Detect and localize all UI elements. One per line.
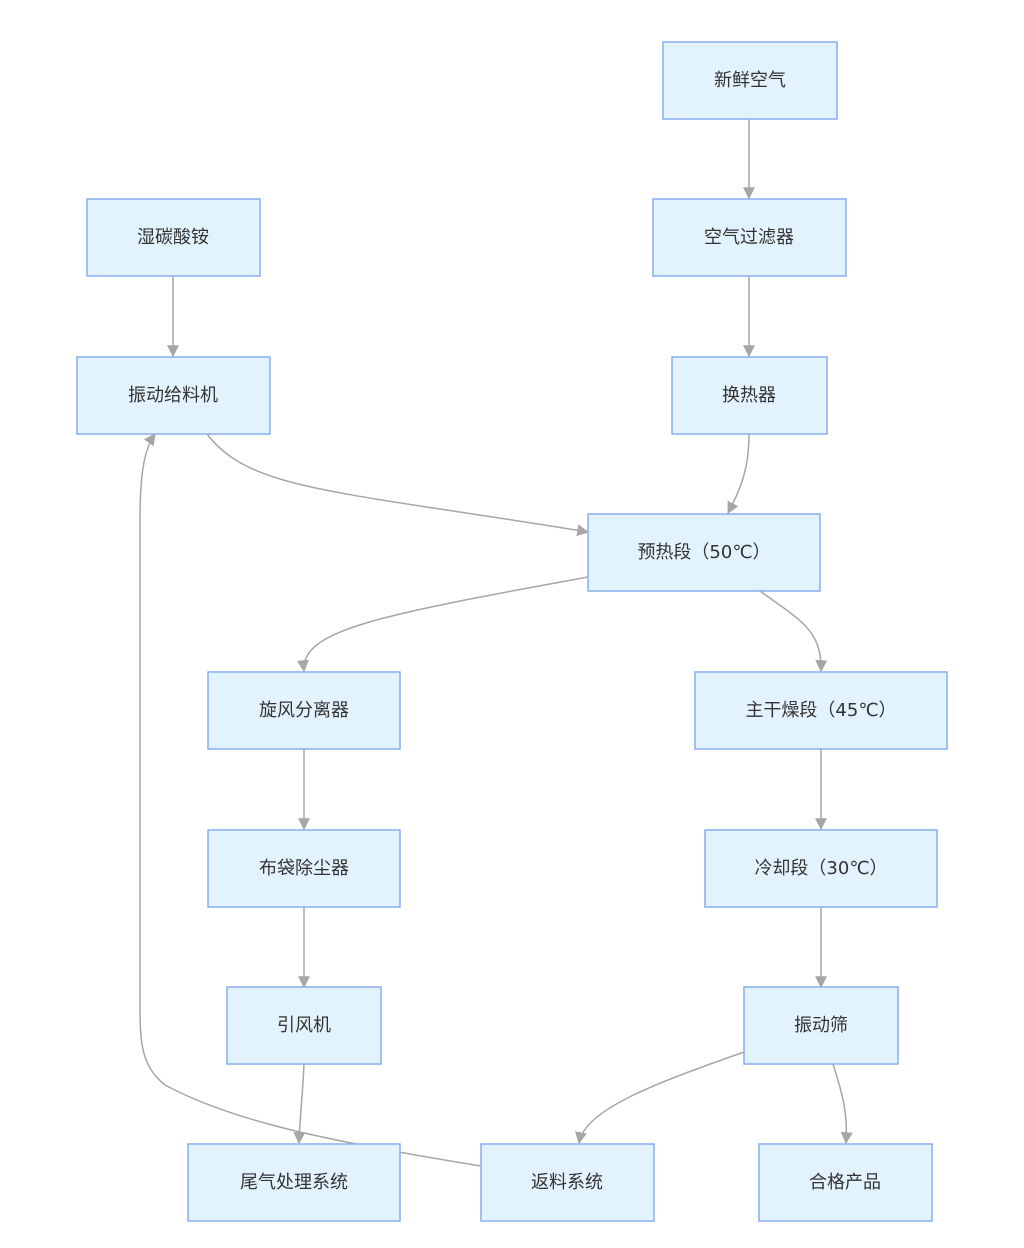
edge-screen-to-return: [575, 1051, 745, 1145]
node-vibrating-feeder[interactable]: 振动给料机: [76, 356, 271, 435]
node-label: 主干燥段（45℃）: [745, 700, 896, 721]
node-label: 预热段（50℃）: [637, 542, 770, 563]
edge-preheat-to-cyclone: [296, 576, 589, 673]
node-exhaust-treatment[interactable]: 尾气处理系统: [187, 1143, 401, 1222]
node-fresh-air[interactable]: 新鲜空气: [662, 41, 838, 120]
node-label: 布袋除尘器: [259, 858, 349, 879]
edge-feeder-to-preheat: [206, 433, 590, 537]
edge-return-to-feeder: [139, 433, 482, 1167]
edge-screen-to-product: [832, 1063, 853, 1145]
node-cyclone-separator[interactable]: 旋风分离器: [207, 671, 401, 750]
node-induced-draft-fan[interactable]: 引风机: [226, 986, 382, 1065]
node-label: 冷却段（30℃）: [754, 858, 887, 879]
node-label: 返料系统: [531, 1172, 603, 1193]
edge-heat-exchanger-to-preheat: [727, 433, 750, 515]
node-return-system[interactable]: 返料系统: [480, 1143, 655, 1222]
edge-preheat-to-main-drying: [759, 590, 828, 673]
node-air-filter[interactable]: 空气过滤器: [652, 198, 847, 277]
node-bag-filter[interactable]: 布袋除尘器: [207, 829, 401, 908]
node-label: 空气过滤器: [704, 227, 794, 248]
node-wet-ammonium-bicarbonate[interactable]: 湿碳酸铵: [86, 198, 261, 277]
node-label: 新鲜空气: [714, 70, 786, 91]
node-main-drying-section[interactable]: 主干燥段（45℃）: [694, 671, 948, 750]
nodes: 新鲜空气 湿碳酸铵 空气过滤器 振动给料机 换热器 预热段（50℃） 旋风分离器: [76, 41, 948, 1222]
node-vibrating-screen[interactable]: 振动筛: [743, 986, 899, 1065]
node-heat-exchanger[interactable]: 换热器: [671, 356, 828, 435]
edge-fan-to-exhaust: [293, 1063, 306, 1145]
node-label: 振动给料机: [128, 385, 218, 406]
node-preheat-section[interactable]: 预热段（50℃）: [587, 513, 821, 592]
node-label: 湿碳酸铵: [137, 227, 209, 248]
node-label: 合格产品: [809, 1172, 881, 1193]
node-label: 换热器: [722, 385, 776, 406]
node-label: 引风机: [277, 1015, 331, 1036]
node-label: 旋风分离器: [259, 700, 349, 721]
edges: [139, 119, 853, 1167]
node-label: 振动筛: [794, 1015, 848, 1036]
node-label: 尾气处理系统: [240, 1172, 348, 1193]
node-qualified-product[interactable]: 合格产品: [758, 1143, 933, 1222]
node-cooling-section[interactable]: 冷却段（30℃）: [704, 829, 938, 908]
